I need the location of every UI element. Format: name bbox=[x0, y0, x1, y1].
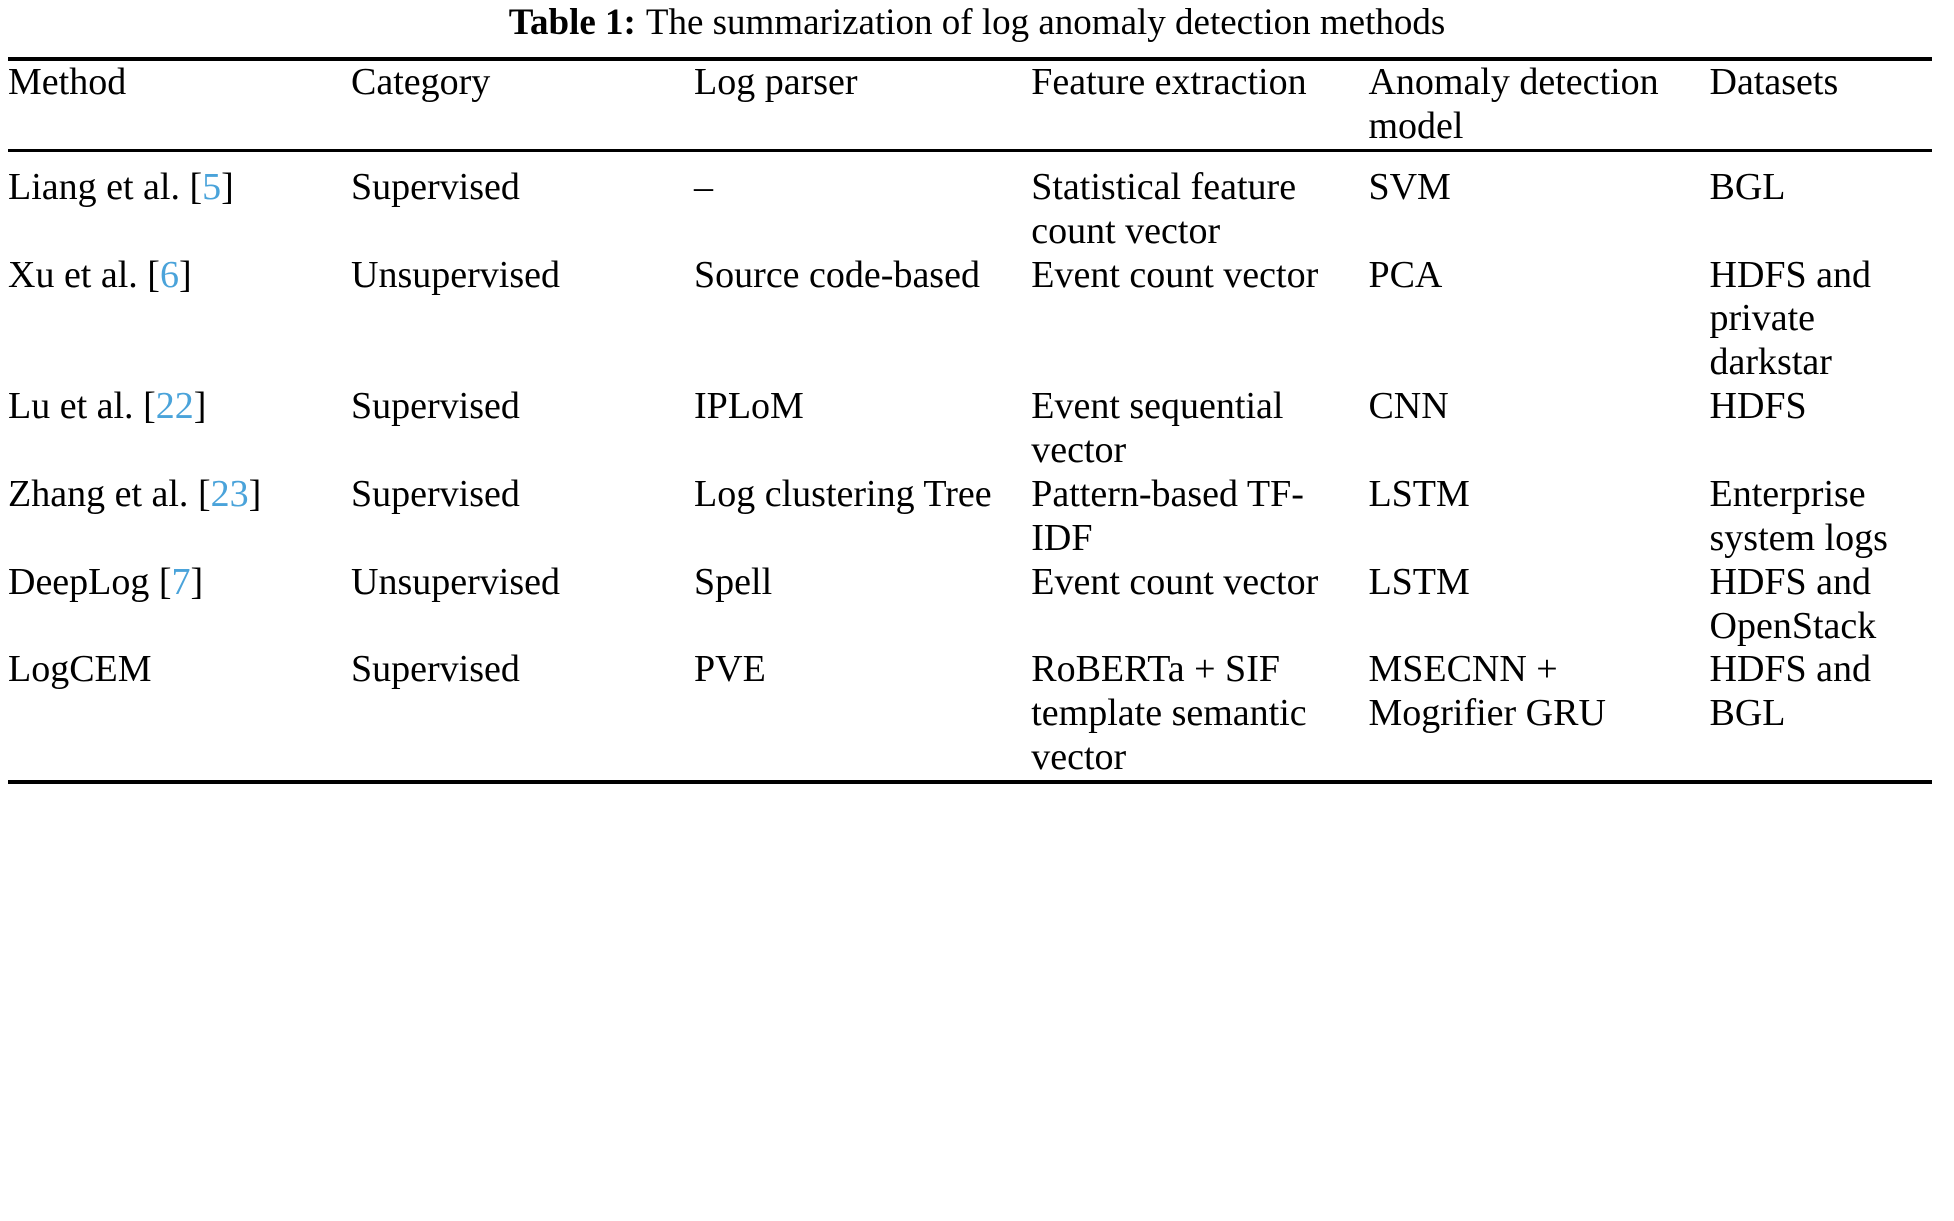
table-row: Lu et al. [22] Supervised IPLoM Event se… bbox=[8, 385, 1946, 473]
table-header: Method Category Log parser Feature extra… bbox=[8, 57, 1946, 152]
cell-feature-extraction: Event count vector bbox=[1031, 253, 1319, 296]
cell-log-parser: – bbox=[694, 165, 714, 208]
cell-feature-extraction: RoBERTa + SIF template semantic vector bbox=[1031, 648, 1307, 779]
citation-bracket-open: [ bbox=[143, 385, 156, 428]
cell-category: Unsupervised bbox=[351, 560, 560, 603]
column-header-method: Method bbox=[8, 61, 127, 103]
cell-category: Supervised bbox=[351, 385, 520, 428]
method-name: LogCEM bbox=[8, 648, 152, 691]
citation-bracket-close: ] bbox=[248, 472, 262, 515]
cell-method: DeepLog [7] bbox=[8, 561, 351, 649]
cell-feature-extraction: Pattern-based TF-IDF bbox=[1031, 472, 1304, 559]
cell-datasets: BGL bbox=[1709, 165, 1786, 208]
citation-number[interactable]: 7 bbox=[171, 560, 191, 603]
method-name: Xu et al. bbox=[8, 253, 138, 296]
method-name: Lu et al. bbox=[8, 385, 134, 428]
citation-bracket-open: [ bbox=[147, 253, 160, 296]
caption-label: Table 1: bbox=[508, 2, 636, 43]
cell-datasets: HDFS and OpenStack bbox=[1709, 560, 1877, 647]
cell-anomaly-model: LSTM bbox=[1368, 472, 1470, 515]
rule-top-row bbox=[8, 57, 1946, 61]
rule-top-cell bbox=[8, 57, 1946, 61]
citation[interactable]: [7] bbox=[149, 561, 203, 603]
method-name: DeepLog bbox=[8, 560, 150, 603]
rule-mid-row bbox=[8, 148, 1946, 152]
citation-bracket-open: [ bbox=[158, 560, 172, 603]
citation-bracket-close: ] bbox=[221, 165, 234, 208]
horizontal-rule-mid bbox=[8, 148, 1932, 152]
table-row: Xu et al. [6] Unsupervised Source code-b… bbox=[8, 254, 1946, 386]
citation-bracket-close: ] bbox=[178, 253, 192, 296]
cell-datasets: HDFS bbox=[1709, 385, 1807, 428]
citation-bracket-close: ] bbox=[193, 385, 207, 428]
cell-category: Unsupervised bbox=[351, 253, 560, 296]
table-caption: Table 1:The summarization of log anomaly… bbox=[8, 0, 1946, 57]
citation-number[interactable]: 6 bbox=[159, 253, 179, 296]
horizontal-rule-bottom bbox=[8, 780, 1932, 784]
column-header-log-parser: Log parser bbox=[694, 61, 858, 103]
citation-bracket-open: [ bbox=[197, 472, 211, 515]
column-header-feature-extraction: Feature extraction bbox=[1031, 61, 1307, 103]
citation[interactable]: [6] bbox=[138, 253, 192, 296]
rule-bottom-cell bbox=[8, 780, 1946, 798]
table-body: Liang et al. [5] Supervised – Statistica… bbox=[8, 152, 1946, 798]
citation-number[interactable]: 22 bbox=[155, 385, 194, 428]
cell-category: Supervised bbox=[351, 648, 520, 691]
citation[interactable]: [5] bbox=[180, 165, 234, 208]
cell-method: Liang et al. [5] bbox=[8, 152, 351, 254]
cell-log-parser: PVE bbox=[694, 648, 766, 691]
summary-table: Method Category Log parser Feature extra… bbox=[8, 57, 1946, 798]
cell-feature-extraction: Event sequential vector bbox=[1031, 385, 1284, 471]
header-row: Method Category Log parser Feature extra… bbox=[8, 61, 1946, 149]
citation-number[interactable]: 5 bbox=[202, 165, 222, 208]
table-row: Zhang et al. [23] Supervised Log cluster… bbox=[8, 473, 1946, 561]
column-header-datasets: Datasets bbox=[1709, 61, 1839, 103]
cell-feature-extraction: Statistical feature count vector bbox=[1031, 165, 1297, 252]
caption-text: The summarization of log anomaly detecti… bbox=[645, 2, 1446, 43]
cell-log-parser: Spell bbox=[694, 560, 773, 603]
column-header-anomaly-detection-model: Anomaly detection model bbox=[1368, 61, 1659, 147]
citation-number[interactable]: 23 bbox=[210, 472, 249, 515]
method-name: Liang et al. bbox=[8, 165, 180, 208]
cell-category: Supervised bbox=[351, 472, 520, 515]
citation-bracket-open: [ bbox=[189, 165, 203, 208]
cell-log-parser: IPLoM bbox=[694, 385, 804, 428]
cell-anomaly-model: MSECNN + Mogrifier GRU bbox=[1368, 648, 1606, 735]
cell-method: Zhang et al. [23] bbox=[8, 473, 351, 561]
cell-datasets: HDFS and BGL bbox=[1709, 648, 1872, 735]
horizontal-rule-top bbox=[8, 57, 1932, 61]
citation-bracket-close: ] bbox=[190, 560, 204, 603]
cell-anomaly-model: SVM bbox=[1368, 165, 1451, 208]
cell-datasets: HDFS and private darkstar bbox=[1709, 253, 1872, 384]
cell-log-parser: Source code-based bbox=[694, 253, 980, 296]
cell-feature-extraction: Event count vector bbox=[1031, 560, 1319, 603]
rule-bottom-row bbox=[8, 780, 1946, 798]
cell-method: Xu et al. [6] bbox=[8, 254, 351, 386]
column-header-category: Category bbox=[351, 61, 491, 103]
method-name: Zhang et al. bbox=[8, 472, 189, 515]
cell-category: Supervised bbox=[351, 165, 520, 208]
cell-log-parser: Log clustering Tree bbox=[694, 472, 992, 515]
citation[interactable]: [22] bbox=[134, 385, 207, 428]
citation[interactable]: [23] bbox=[188, 473, 261, 515]
cell-anomaly-model: CNN bbox=[1368, 385, 1449, 428]
rule-mid-cell bbox=[8, 148, 1946, 152]
cell-anomaly-model: LSTM bbox=[1368, 560, 1470, 603]
cell-method: LogCEM bbox=[8, 648, 351, 780]
cell-method: Lu et al. [22] bbox=[8, 385, 351, 473]
table-row: LogCEM Supervised PVE RoBERTa + SIF temp… bbox=[8, 648, 1946, 780]
cell-anomaly-model: PCA bbox=[1368, 253, 1443, 296]
table-row: DeepLog [7] Unsupervised Spell Event cou… bbox=[8, 561, 1946, 649]
cell-datasets: Enterprise system logs bbox=[1709, 472, 1888, 559]
table-row: Liang et al. [5] Supervised – Statistica… bbox=[8, 152, 1946, 254]
